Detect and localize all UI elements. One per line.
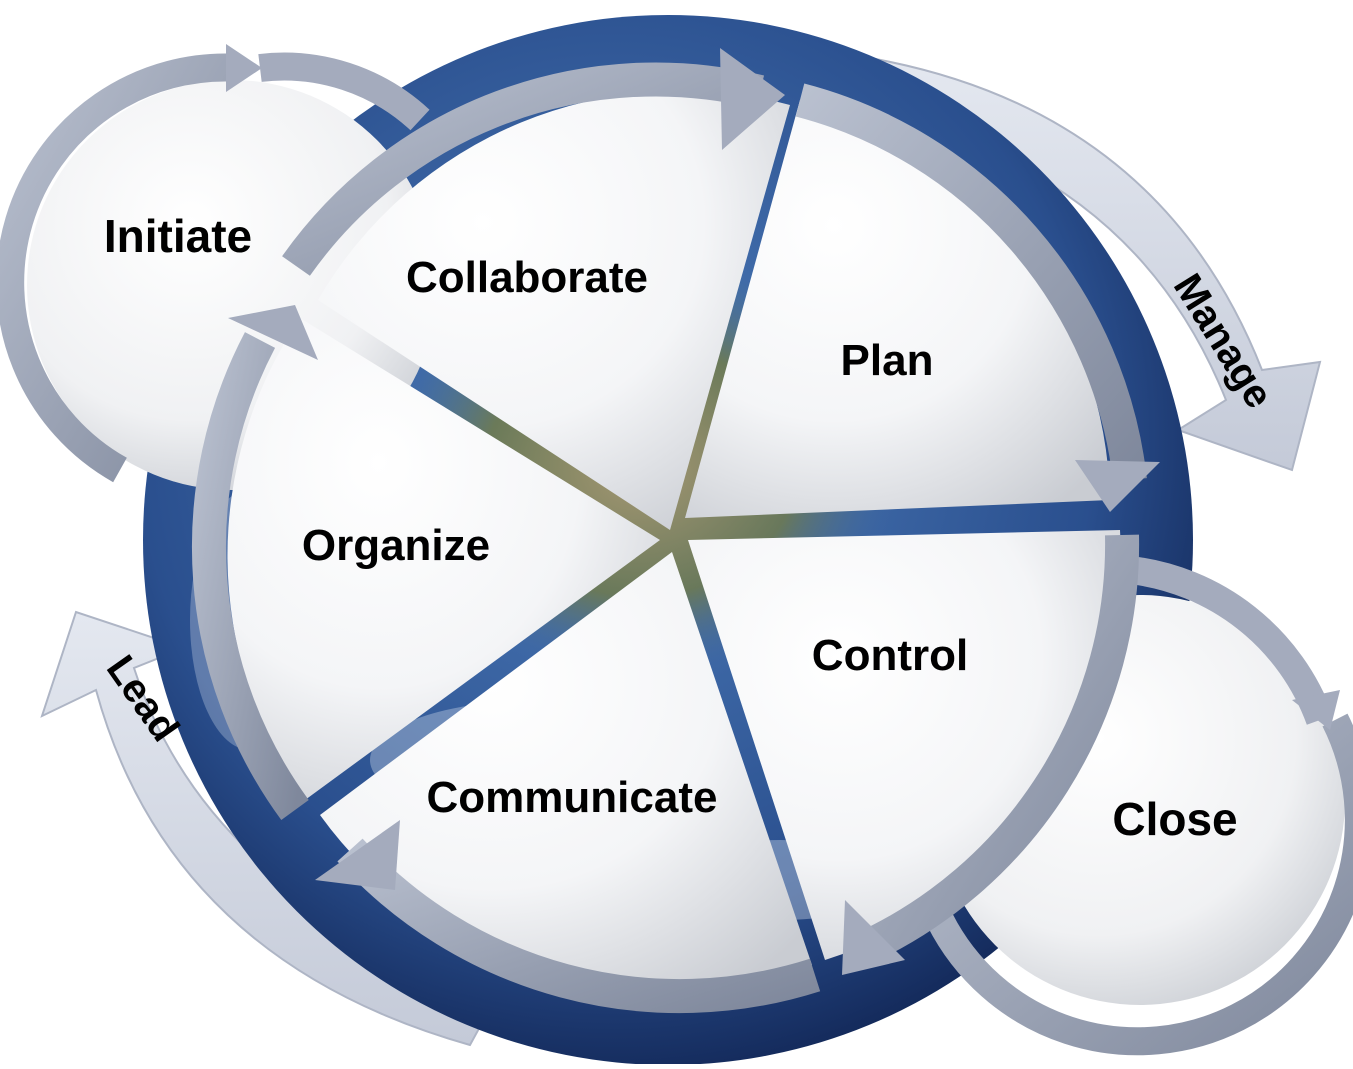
control-label: Control: [812, 631, 968, 680]
segment-collaborate: [318, 90, 790, 530]
arrowhead-to-collaborate-icon: [228, 305, 318, 360]
segment-control: [688, 530, 1121, 960]
pie-segments: [227, 90, 1121, 992]
communicate-label: Communicate: [427, 773, 718, 822]
collaborate-label: Collaborate: [406, 253, 648, 302]
initiate-label: Initiate: [104, 210, 252, 262]
arrowhead-to-control-icon: [1075, 460, 1160, 512]
close-label: Close: [1112, 793, 1237, 845]
segment-communicate: [320, 552, 812, 992]
plan-label: Plan: [841, 336, 934, 385]
arrowhead-to-organize-icon: [315, 820, 400, 890]
arrowhead-to-communicate-icon: [842, 900, 905, 975]
inner-ring-arrows: [192, 48, 1160, 1014]
arrowhead-to-plan-icon: [720, 48, 785, 150]
organize-label: Organize: [302, 521, 490, 570]
segment-organize: [227, 318, 660, 800]
initiate-arrowhead-icon: [226, 44, 262, 92]
close-arrowhead-icon: [1292, 690, 1340, 730]
segment-plan: [685, 100, 1110, 518]
